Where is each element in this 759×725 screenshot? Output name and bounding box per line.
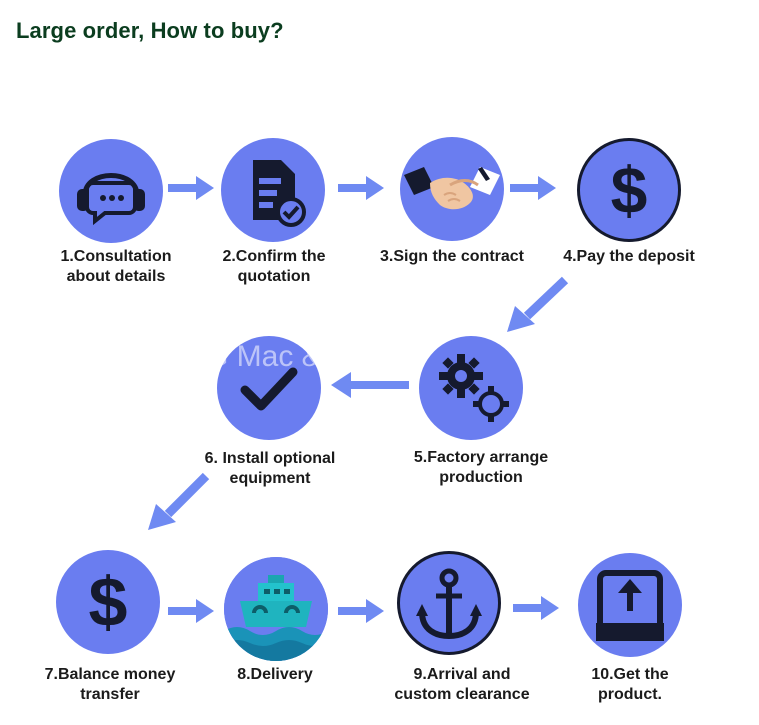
step-9-label-line1: 9.Arrival and <box>413 666 511 683</box>
step-3-icon-circle <box>400 137 504 241</box>
dollar-icon: $ <box>89 563 128 641</box>
step-5-label: 5.Factory arrange production <box>396 448 566 488</box>
arrow-right-icon <box>168 176 214 200</box>
svg-text:$: $ <box>611 153 648 227</box>
arrow-left-icon <box>331 372 409 398</box>
arrow-right-icon <box>338 599 384 623</box>
step-5-label-line1: 5.Factory arrange <box>413 449 549 466</box>
step-4-label: 4.Pay the deposit <box>544 247 714 267</box>
document-check-icon <box>253 160 306 227</box>
step-10-label-line1: 10.Get the <box>591 666 669 683</box>
step-1-label-line1: 1.Consultation <box>60 248 172 265</box>
step-6-icon-circle <box>217 336 321 440</box>
step-4-label-line1: 4.Pay the deposit <box>563 248 695 265</box>
step-7-label: 7.Balance money transfer <box>25 665 195 705</box>
arrow-right-icon <box>168 599 214 623</box>
step-7-label-line2: transfer <box>80 686 140 703</box>
step-8-label: 8.Delivery <box>190 665 360 685</box>
checkmark-icon <box>240 367 298 411</box>
step-10-label: 10.Get the product. <box>545 665 715 705</box>
arrow-right-icon <box>510 176 556 200</box>
chat-headset-icon <box>77 173 145 226</box>
step-6-label-line1: 6. Install optional <box>204 450 336 467</box>
step-10-icon-circle <box>578 553 682 657</box>
step-3-label-line1: 3.Sign the contract <box>379 248 525 265</box>
svg-text:$: $ <box>89 563 128 641</box>
step-1-icon-circle <box>59 139 163 243</box>
step-6-label-line2: equipment <box>229 470 311 487</box>
step-10-label-line2: product. <box>598 686 662 703</box>
step-1-label: 1.Consultation about details <box>31 247 201 287</box>
step-1-label-line2: about details <box>66 268 166 285</box>
step-9-icon-circle <box>397 551 501 655</box>
step-8-label-line1: 8.Delivery <box>237 666 313 683</box>
step-2-label-line1: 2.Confirm the <box>222 248 326 265</box>
step-9-label-line2: custom clearance <box>394 686 530 703</box>
step-5-icon-circle <box>419 336 523 440</box>
ship-icon <box>224 557 328 661</box>
anchor-icon <box>416 568 482 640</box>
step-4-icon-circle: $ <box>577 138 681 242</box>
step-2-label: 2.Confirm the quotation <box>189 247 359 287</box>
arrow-diagonal-icon <box>507 276 569 332</box>
step-7-label-line1: 7.Balance money <box>44 666 176 683</box>
step-9-label: 9.Arrival and custom clearance <box>377 665 547 705</box>
dollar-icon: $ <box>611 153 648 227</box>
arrow-diagonal-icon <box>148 472 210 530</box>
page-title: Large order, How to buy? <box>16 18 284 43</box>
step-7-icon-circle: $ <box>56 550 160 654</box>
gears-icon <box>439 354 509 422</box>
step-5-label-line2: production <box>439 469 523 486</box>
step-3-label: 3.Sign the contract <box>367 247 537 267</box>
step-2-label-line2: quotation <box>237 268 311 285</box>
arrow-right-icon <box>338 176 384 200</box>
step-6-label: 6. Install optional equipment <box>185 449 355 489</box>
upload-box-icon <box>596 570 664 641</box>
step-8-icon-circle <box>224 557 328 661</box>
arrow-right-icon <box>513 596 559 620</box>
handshake-icon <box>404 167 500 210</box>
step-2-icon-circle <box>221 138 325 242</box>
